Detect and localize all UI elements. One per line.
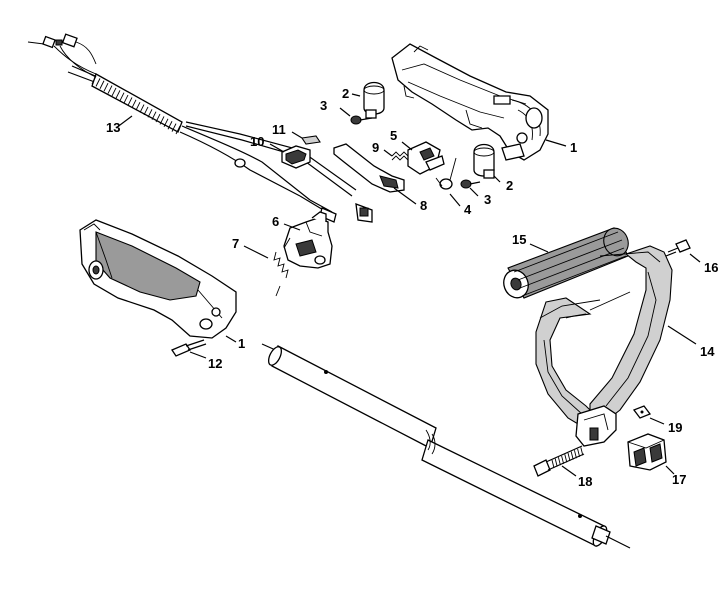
wiring-harness-13	[27, 33, 373, 223]
callout-13: 13	[106, 120, 120, 135]
switch-lever-5	[401, 141, 445, 175]
callout-3b: 3	[484, 192, 491, 207]
callout-9: 9	[372, 140, 379, 155]
loop-handle-14	[535, 245, 697, 447]
callout-1b: 1	[238, 336, 245, 351]
small-plate-11	[291, 131, 321, 145]
screw-3-upper	[339, 107, 373, 125]
callout-14: 14	[700, 344, 715, 359]
screw-16	[665, 239, 701, 263]
callout-2b: 2	[506, 178, 513, 193]
callout-5: 5	[390, 128, 397, 143]
square-nut-19	[632, 405, 665, 425]
spring-7	[243, 237, 291, 297]
callout-12: 12	[208, 356, 222, 371]
callout-6: 6	[272, 214, 279, 229]
small-spring-9	[383, 149, 409, 161]
callout-10: 10	[250, 134, 264, 149]
clamp-2-upper	[351, 81, 385, 119]
interlock-lever-10	[269, 143, 311, 169]
callout-15: 15	[512, 232, 526, 247]
callout-8: 8	[420, 198, 427, 213]
callout-18: 18	[578, 474, 592, 489]
callout-3a: 3	[320, 98, 327, 113]
switch-housing-6	[283, 211, 333, 269]
drive-shaft-tube	[261, 343, 631, 549]
callout-7: 7	[232, 236, 239, 251]
grip-sleeve-15	[503, 227, 629, 299]
screw-3-lower	[460, 179, 481, 197]
callout-17: 17	[672, 472, 686, 487]
clamp-2-lower	[473, 143, 501, 183]
callout-11: 11	[272, 122, 286, 137]
callout-16: 16	[704, 260, 718, 275]
clamp-block-17	[627, 433, 675, 475]
callout-4: 4	[464, 202, 472, 217]
handle-housing-upper-1	[391, 43, 567, 161]
long-bolt-18	[533, 445, 585, 477]
harness-coil-sleeve	[91, 73, 183, 135]
callout-19: 19	[668, 420, 682, 435]
torsion-spring-4	[435, 157, 461, 207]
handle-housing-lower-1	[79, 219, 237, 343]
callout-1a: 1	[570, 140, 577, 155]
throttle-trigger-8	[333, 143, 417, 205]
callout-labels: 1 1 2 2 3 3 4 5 6 7 8 9 10 11 12 13 14 1…	[106, 86, 718, 489]
screw-12	[171, 339, 207, 359]
callout-2a: 2	[342, 86, 349, 101]
